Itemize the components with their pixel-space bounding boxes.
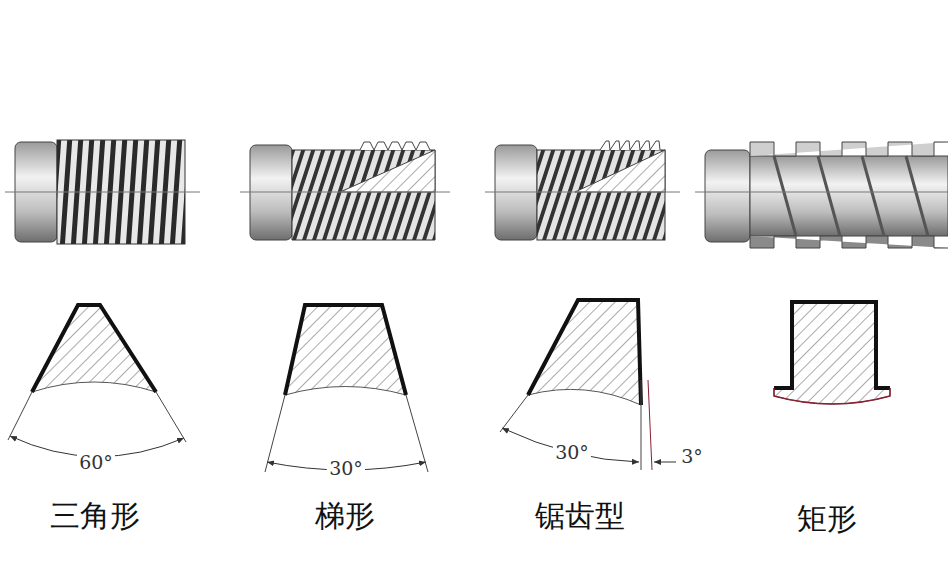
angle-dimension: 60°: [77, 452, 115, 473]
triangle-thread-picture: [5, 140, 200, 244]
angle-dimension: 3°: [679, 446, 705, 467]
profile-name: 三角形: [50, 499, 140, 532]
buttress-profile: [500, 300, 676, 470]
trapezoid-profile: [265, 305, 428, 472]
angle-dimension: 30°: [553, 442, 591, 463]
angle-dimension: 30°: [327, 458, 365, 479]
rectangle-thread-picture: [695, 142, 948, 248]
profile-name: 矩形: [797, 502, 857, 535]
triangle-profile: [8, 305, 186, 457]
buttress-thread-picture: [485, 141, 680, 240]
profile-name: 梯形: [315, 499, 375, 532]
rectangle-profile: [774, 302, 890, 404]
trapezoid-thread-picture: [240, 142, 450, 240]
profile-name: 锯齿型: [535, 499, 625, 532]
